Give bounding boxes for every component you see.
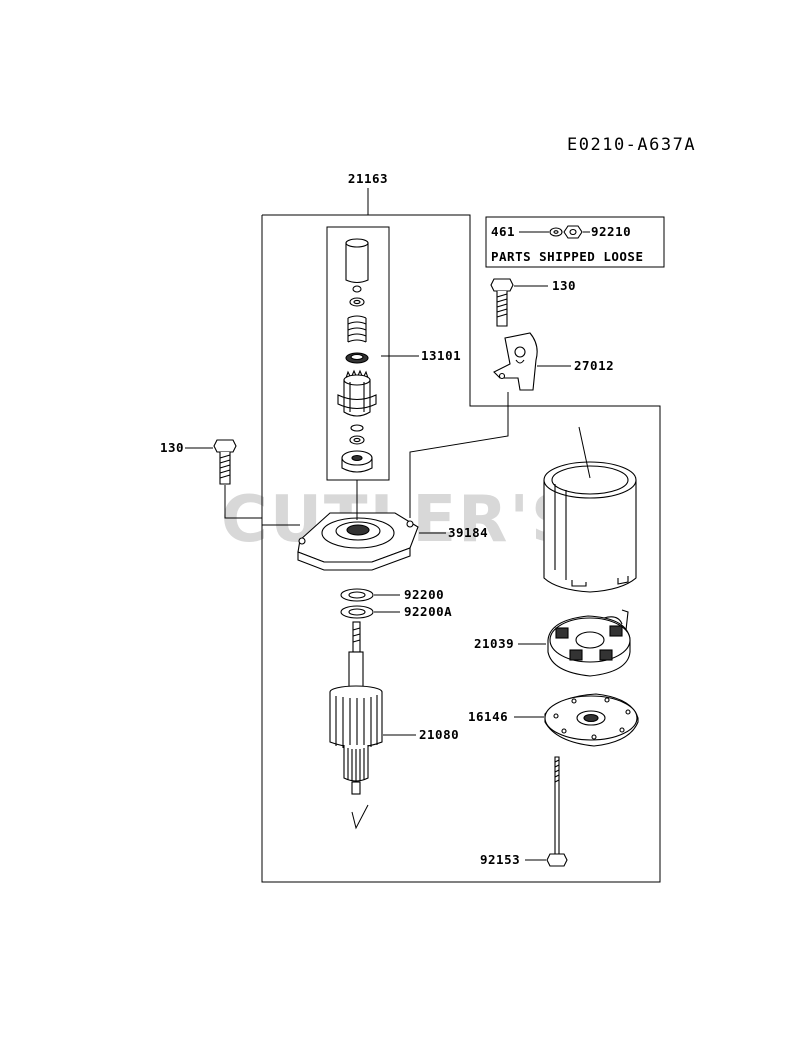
bolt-right-part — [490, 278, 514, 327]
diagram-code: E0210-A637A — [567, 135, 696, 155]
motor-housing-part — [543, 461, 637, 593]
label-27012[interactable]: 27012 — [574, 358, 614, 373]
label-39184[interactable]: 39184 — [448, 525, 488, 540]
drive-kit-parts — [337, 238, 377, 473]
label-16146[interactable]: 16146 — [468, 709, 508, 724]
bolt-left-leader — [224, 485, 300, 526]
armature-axis — [351, 804, 369, 830]
bracket-part — [493, 332, 538, 391]
loose-parts-box: 461 92210 PARTS SHIPPED LOOSE — [485, 216, 665, 268]
front-housing-part — [297, 512, 419, 571]
label-130-left[interactable]: 130 — [160, 440, 184, 455]
end-plate-part — [544, 693, 639, 747]
bolt-left-part — [213, 439, 237, 485]
bracket-leader — [409, 392, 509, 518]
label-92210[interactable]: 92210 — [591, 224, 631, 239]
nut-92210-icon — [563, 225, 583, 239]
label-21163[interactable]: 21163 — [348, 171, 388, 186]
washer-92200a-part — [340, 605, 374, 619]
label-21039[interactable]: 21039 — [474, 636, 514, 651]
loose-parts-caption: PARTS SHIPPED LOOSE — [491, 249, 644, 264]
through-bolt-part — [546, 756, 568, 867]
housing-axis — [578, 426, 591, 479]
armature-part — [329, 621, 383, 795]
label-92200a[interactable]: 92200A — [404, 604, 452, 619]
assembly-frame — [261, 214, 661, 883]
washer-92200-part — [340, 588, 374, 602]
brush-holder-part — [547, 609, 631, 677]
label-92200[interactable]: 92200 — [404, 587, 444, 602]
label-13101[interactable]: 13101 — [421, 348, 461, 363]
label-130-right[interactable]: 130 — [552, 278, 576, 293]
label-92153[interactable]: 92153 — [480, 852, 520, 867]
drive-kit-frame — [326, 226, 390, 481]
label-461[interactable]: 461 — [491, 224, 515, 239]
label-21080[interactable]: 21080 — [419, 727, 459, 742]
